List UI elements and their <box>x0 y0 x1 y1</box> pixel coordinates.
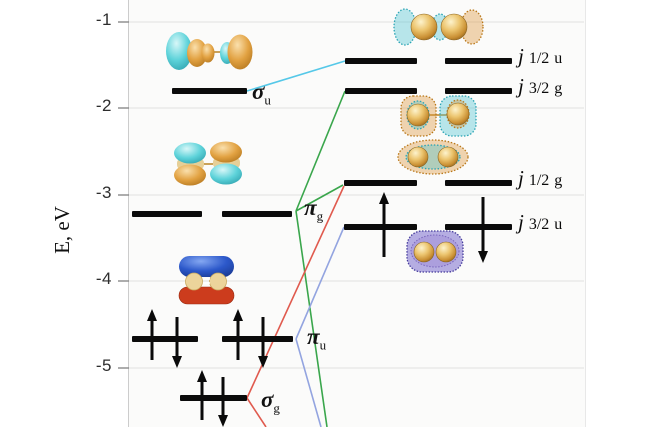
level-bar-j32u-2 <box>445 224 512 230</box>
j12g-parity: g <box>554 172 563 189</box>
correlation-lines <box>246 60 346 427</box>
gridlines <box>128 21 584 369</box>
level-bar-j12g-1 <box>344 180 417 186</box>
j32g-label: j 3/2 g <box>518 76 562 97</box>
j-3-2-g-spinor-isosurface-icon <box>400 95 477 137</box>
j32g-frac: 3/2 <box>528 80 550 97</box>
y-tick-minus2: -2 <box>95 96 112 115</box>
spin-up-arrow-pi-u-2 <box>233 309 243 360</box>
j12u-parity: u <box>554 50 563 67</box>
level-bar-j32g-1 <box>345 88 417 94</box>
j12g-j: j <box>518 166 524 190</box>
j12g-label: j 1/2 g <box>518 168 562 189</box>
spin-down-arrow-j32u <box>478 197 488 263</box>
sigma-g-subscript: g <box>273 400 280 416</box>
j12u-j: j <box>518 44 524 68</box>
y-tick-minus5: -5 <box>95 356 112 375</box>
j32u-j: j <box>518 210 524 234</box>
line-pi-u-to-j32u <box>295 226 345 340</box>
pi-g-subscript: g <box>316 208 324 224</box>
level-bar-pi-u-1 <box>132 336 198 342</box>
level-bar-j12g-2 <box>445 180 512 186</box>
line-pi-g-to-j12g <box>295 184 344 212</box>
level-bar-j32u-1 <box>344 224 417 230</box>
pi-g-orbital-isosurface-icon <box>174 141 242 186</box>
j32g-parity: g <box>554 80 563 97</box>
sigma-g-label: σg <box>261 388 280 415</box>
line-sigma-u-to-j12u <box>246 60 346 92</box>
level-bar-j12u-2 <box>445 58 512 64</box>
j-1-2-u-spinor-isosurface-icon <box>393 8 484 46</box>
line-sigma-g-to-j12g <box>246 185 345 399</box>
level-bar-pi-g-1 <box>132 211 202 217</box>
j12u-label: j 1/2 u <box>518 46 562 67</box>
j32u-parity: u <box>554 216 563 233</box>
sigma-u-orbital-isosurface-icon <box>166 32 253 70</box>
sigma-u-subscript: u <box>264 92 271 108</box>
line-sigma-g-down <box>246 397 267 427</box>
plot-area <box>128 0 586 427</box>
spin-up-arrow-pi-u-1 <box>147 309 157 360</box>
j12u-frac: 1/2 <box>528 50 550 67</box>
level-bar-j12u-1 <box>345 58 417 64</box>
j-1-2-g-spinor-isosurface-icon <box>397 139 469 175</box>
pi-u-label: πu <box>307 325 326 352</box>
y-tick-minus1: -1 <box>95 10 112 29</box>
level-bar-sigma-u <box>172 88 247 94</box>
line-pi-u-down <box>295 338 322 427</box>
y-tick-minus4: -4 <box>95 269 112 288</box>
sigma-g-symbol: σ <box>261 387 274 412</box>
y-axis-label: E, eV <box>50 206 74 254</box>
level-bar-pi-g-2 <box>222 211 292 217</box>
pi-u-symbol: π <box>307 324 320 349</box>
pi-g-symbol: π <box>304 195 317 220</box>
spin-down-arrow-sigma-g <box>218 377 228 427</box>
pi-g-label: πg <box>304 196 323 223</box>
j12g-frac: 1/2 <box>528 172 550 189</box>
pi-u-orbital-isosurface-icon <box>178 256 235 305</box>
y-axis-ticks <box>118 21 129 369</box>
spin-down-arrow-pi-u-2 <box>258 317 268 368</box>
spin-down-arrow-pi-u-1 <box>172 317 182 368</box>
pi-u-subscript: u <box>319 337 327 353</box>
j32g-j: j <box>518 74 524 98</box>
level-bar-sigma-g <box>180 395 247 401</box>
sigma-u-symbol: σ <box>252 79 265 104</box>
j32u-label: j 3/2 u <box>518 212 562 233</box>
level-bar-j32g-2 <box>445 88 512 94</box>
line-pi-g-to-j32g <box>295 90 346 212</box>
j32u-frac: 3/2 <box>528 216 550 233</box>
level-bar-pi-u-2 <box>222 336 293 342</box>
y-tick-minus3: -3 <box>95 183 112 202</box>
spin-arrows <box>147 192 488 427</box>
j-3-2-u-spinor-isosurface-icon <box>406 230 464 273</box>
line-pi-g-down <box>295 210 328 427</box>
sigma-u-label: σu <box>252 80 271 107</box>
